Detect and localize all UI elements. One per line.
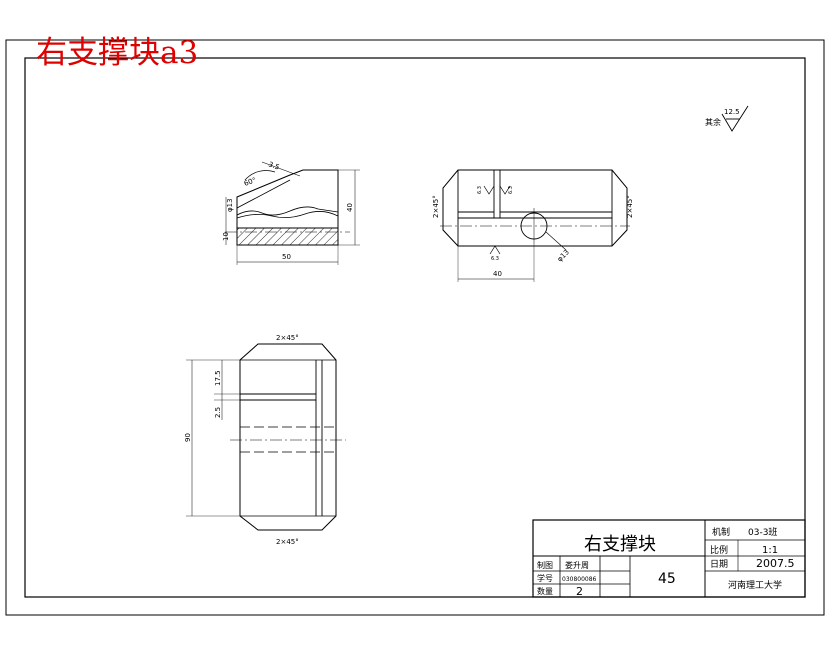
front-chamfer-top: 2×45° xyxy=(276,334,299,342)
scale-label: 比例 xyxy=(710,544,728,556)
class-value: 03-3班 xyxy=(748,526,777,538)
overlay-title: 右支撑块a3 xyxy=(36,35,199,71)
front-chamfer-bottom: 2×45° xyxy=(276,538,299,546)
drawn-value: 娄升周 xyxy=(565,560,589,570)
top-roughness-1: 6.3 xyxy=(477,186,483,194)
class-label: 机制 xyxy=(712,526,730,538)
qty-value: 2 xyxy=(576,585,583,598)
id-value: 030800086 xyxy=(562,576,597,583)
side-view: 60° 3.5 φ13 10 40 50 xyxy=(222,160,360,265)
top-width-40-label: 40 xyxy=(493,270,502,278)
surface-finish-label: 其余 xyxy=(705,117,721,127)
side-height-10-label: 10 xyxy=(222,232,230,241)
side-angle-label: 60° xyxy=(243,176,257,188)
qty-label: 数量 xyxy=(537,586,553,596)
part-name: 右支撑块 xyxy=(584,534,656,555)
side-width-50-label: 50 xyxy=(282,253,291,261)
surface-finish-value: 12.5 xyxy=(724,108,740,116)
outer-border xyxy=(5,39,825,616)
surface-finish-symbol: 其余 12.5 xyxy=(705,105,749,132)
inner-border xyxy=(24,57,806,598)
top-chamfer-left: 2×45° xyxy=(432,195,440,218)
top-chamfer-right: 2×45° xyxy=(626,195,634,218)
material-value: 45 xyxy=(658,571,676,587)
side-chamfer-label: 3.5 xyxy=(267,160,280,171)
side-hole-label: φ13 xyxy=(226,198,234,212)
date-value: 2007.5 xyxy=(756,557,795,570)
title-block-text: 右支撑块 机制 03-3班 比例 1:1 日期 2007.5 制图 娄升周 学号… xyxy=(537,526,795,598)
date-label: 日期 xyxy=(710,559,728,570)
top-hole-label: φ13 xyxy=(556,248,571,263)
title-block xyxy=(532,519,806,598)
scale-value: 1:1 xyxy=(762,545,778,556)
id-label: 学号 xyxy=(537,573,553,583)
front-height-90-label: 90 xyxy=(184,433,192,442)
front-dim-2-5: 2.5 xyxy=(214,407,222,418)
side-height-40-label: 40 xyxy=(346,203,354,212)
top-roughness-3: 6.3 xyxy=(491,256,499,262)
drawn-label: 制图 xyxy=(537,560,553,570)
top-roughness-2: 6.3 xyxy=(508,186,514,194)
school-name: 河南理工大学 xyxy=(728,579,782,591)
front-dim-17-5: 17.5 xyxy=(214,370,222,386)
front-view: 2×45° 2×45° 17.5 2.5 90 xyxy=(184,334,346,546)
top-view: 6.3 6.3 6.3 2×45° 2×45° φ13 40 xyxy=(432,169,634,282)
